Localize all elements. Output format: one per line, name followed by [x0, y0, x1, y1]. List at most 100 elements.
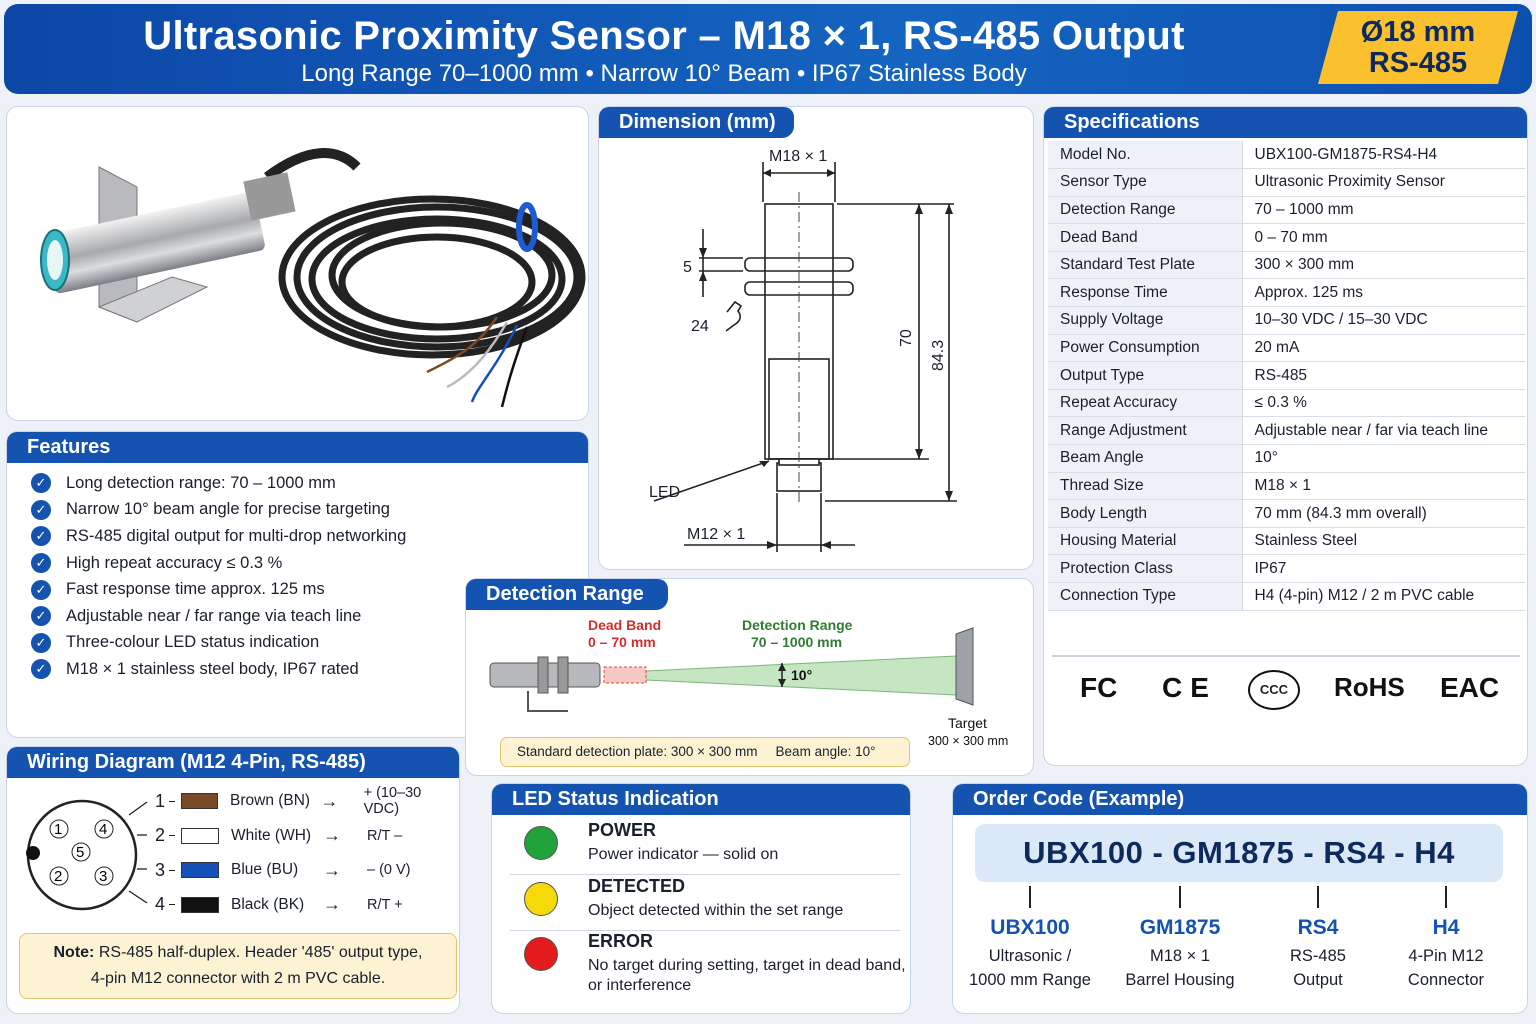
- dim-body-length: 70: [898, 329, 915, 347]
- feature-text: Narrow 10° beam angle for precise target…: [66, 500, 390, 519]
- wire-color-swatch: [181, 862, 219, 878]
- spec-value: 20 mA: [1242, 334, 1525, 363]
- target-label: Target: [948, 715, 987, 731]
- spec-value: H4 (4-pin) M12 / 2 m PVC cable: [1242, 582, 1525, 611]
- spec-value: IP67: [1242, 554, 1525, 583]
- spec-value: Approx. 125 ms: [1242, 278, 1525, 308]
- detection-diagram: Dead Band 0 – 70 mm Detection Range 70 –…: [489, 617, 1008, 748]
- page-title: Ultrasonic Proximity Sensor – M18 × 1, R…: [143, 14, 1185, 58]
- wire-pin-number: 3: [155, 859, 166, 880]
- detection-note: Standard detection plate: 300 × 300 mm Be…: [500, 737, 910, 767]
- pin-3-label: 3: [99, 868, 107, 885]
- spec-value: 10°: [1242, 444, 1525, 473]
- spec-value: 70 – 1000 mm: [1242, 196, 1525, 225]
- wire-color-swatch: [181, 827, 219, 844]
- wire-signal: – (0 V): [367, 862, 411, 878]
- feature-item: ✓Long detection range: 70 – 1000 mm: [31, 470, 451, 497]
- badge-line-2: RS-485: [1368, 47, 1468, 79]
- product-photo-card: [6, 106, 589, 421]
- wire-pin-number: 2: [155, 825, 166, 845]
- order-part-code: H4: [1432, 916, 1460, 939]
- spec-value: 10–30 VDC / 15–30 VDC: [1242, 306, 1525, 335]
- spec-value: 300 × 300 mm: [1242, 251, 1525, 280]
- connector-line: [1317, 886, 1319, 908]
- order-code-value: UBX100 - GM1875 - RS4 - H4: [975, 824, 1503, 882]
- spec-key: Range Adjustment: [1048, 416, 1243, 446]
- cable-coil: [278, 195, 586, 359]
- wire-color-swatch: [181, 896, 219, 913]
- features-title: Features: [7, 432, 588, 463]
- spec-row: Repeat Accuracy≤ 0.3 %: [1048, 389, 1525, 418]
- check-icon: ✓: [31, 606, 51, 627]
- detection-title: Detection Range: [466, 579, 668, 610]
- check-icon: ✓: [31, 659, 51, 680]
- wire-color-name: White (WH): [231, 826, 312, 844]
- spec-key: Thread Size: [1048, 472, 1243, 501]
- feature-item: ✓RS-485 digital output for multi-drop ne…: [31, 523, 451, 550]
- feature-item: ✓High repeat accuracy ≤ 0.3 %: [31, 550, 451, 577]
- spec-key: Sensor Type: [1048, 168, 1243, 197]
- detection-note-plate: Standard detection plate: 300 × 300 mm: [517, 744, 758, 759]
- detection-range-card: Detection Range Dead Band 0 – 70 mm Dete…: [465, 578, 1034, 776]
- ccc-mark: CCC: [1248, 670, 1300, 710]
- wire-color-name: Brown (BN): [230, 792, 311, 809]
- check-icon: ✓: [31, 526, 51, 547]
- pin-5-label: 5: [76, 844, 84, 861]
- spec-value: Stainless Steel: [1242, 527, 1525, 556]
- spec-key: Dead Band: [1048, 223, 1243, 252]
- spec-row: Model No.UBX100-GM1875-RS4-H4: [1048, 141, 1525, 170]
- pin-2-label: 2: [54, 868, 62, 885]
- check-icon: ✓: [31, 632, 51, 653]
- spec-key: Model No.: [1048, 141, 1243, 170]
- pin-1-label: 1: [54, 821, 62, 838]
- cert-divider: [1052, 655, 1520, 657]
- spec-key: Body Length: [1048, 499, 1243, 528]
- specifications-title: Specifications: [1044, 107, 1527, 138]
- wiring-note-text-2: 4-pin M12 connector with 2 m PVC cable.: [90, 970, 386, 987]
- check-icon: ✓: [31, 499, 51, 520]
- spec-value: 0 – 70 mm: [1242, 223, 1525, 252]
- spec-value: Adjustable near / far via teach line: [1242, 416, 1525, 446]
- rohs-mark: RoHS: [1334, 672, 1405, 702]
- wire-color-name: Blue (BU): [231, 861, 299, 878]
- led-state-name: DETECTED: [588, 876, 686, 896]
- ce-mark: CE: [1162, 672, 1217, 703]
- led-indicator-icon: [524, 826, 558, 860]
- detection-note-angle: Beam angle: 10°: [775, 744, 876, 759]
- check-icon: ✓: [31, 553, 51, 574]
- feature-item: ✓M18 × 1 stainless steel body, IP67 rate…: [31, 656, 451, 683]
- wire-signal: + (10–30 VDC): [363, 785, 422, 817]
- led-state-desc: Object detected within the set range: [588, 902, 844, 919]
- spec-key: Supply Voltage: [1048, 306, 1243, 335]
- dimension-title: Dimension (mm): [599, 107, 794, 138]
- feature-item: ✓Fast response time approx. 125 ms: [31, 576, 451, 603]
- order-part-code: GM1875: [1139, 916, 1221, 939]
- feature-text: Three-colour LED status indication: [66, 633, 320, 652]
- led-title: LED Status Indication: [492, 784, 910, 815]
- beam-angle-label: 10°: [791, 667, 812, 683]
- size-badge: Ø18 mm RS-485: [1318, 11, 1518, 84]
- arrow-right-icon: →: [323, 859, 341, 880]
- wiring-note-text: RS-485 half-duplex. Header '485' output …: [94, 944, 423, 961]
- header-banner: Ultrasonic Proximity Sensor – M18 × 1, R…: [4, 4, 1532, 94]
- feature-item: ✓ Narrow 10° beam angle for precise targe…: [31, 497, 451, 524]
- dead-band-range: 0 – 70 mm: [588, 634, 656, 650]
- order-title: Order Code (Example): [953, 784, 1527, 815]
- m12-connector-face: 1 4 5 2 3: [26, 799, 148, 911]
- order-part-code: UBX100: [990, 916, 1070, 939]
- spec-value: 70 mm (84.3 mm overall): [1242, 499, 1525, 528]
- spec-key: Power Consumption: [1048, 334, 1243, 363]
